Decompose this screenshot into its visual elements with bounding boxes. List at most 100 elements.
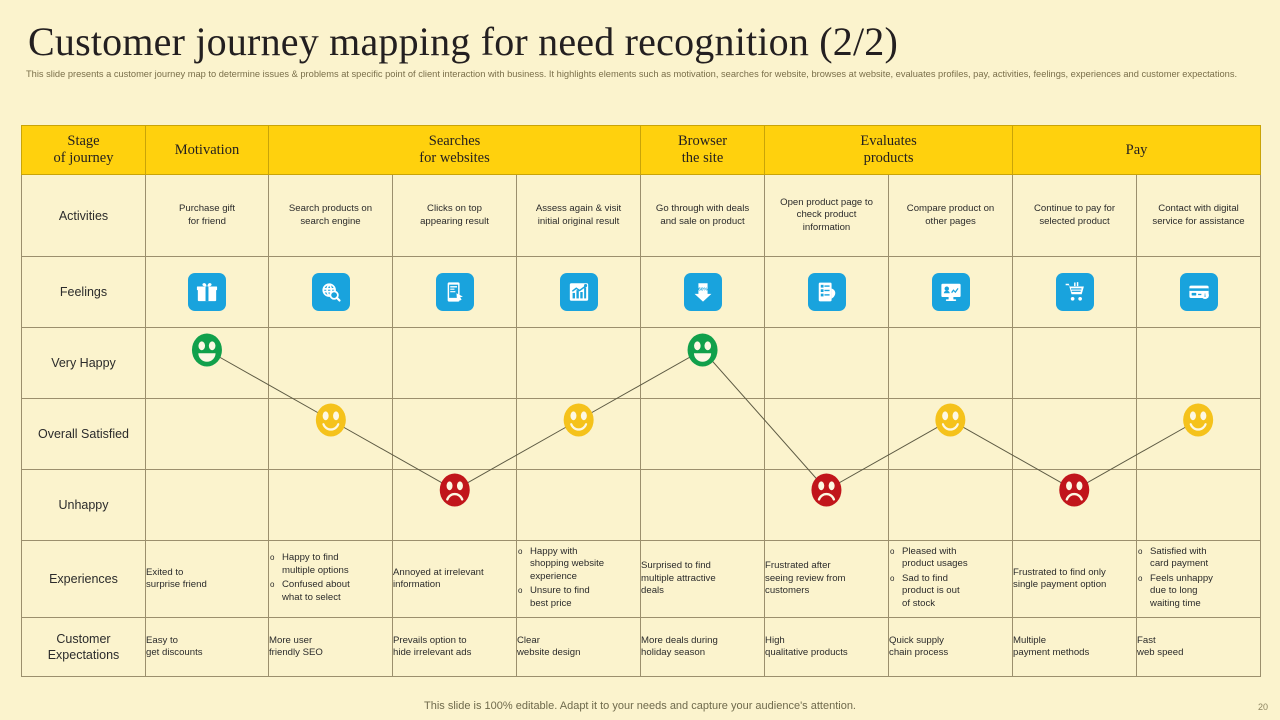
mood-cell-unhappy-3 xyxy=(392,469,517,541)
cell-expectations-3: Prevails option to hide irrelevant ads xyxy=(392,617,517,677)
list-item: Feels unhappy due to long waiting time xyxy=(1138,573,1260,611)
cell-activities-1: Purchase gift for friend xyxy=(145,174,269,257)
mood-cell-unhappy-6 xyxy=(764,469,890,541)
mood-cell-satisfied-2 xyxy=(268,398,393,470)
cell-experiences-4: Happy with shopping website experience U… xyxy=(515,540,642,618)
svg-text:60%: 60% xyxy=(698,287,708,293)
cell-activities-6: Open product page to check product infor… xyxy=(764,174,890,257)
cell-expectations-9: Fast web speed xyxy=(1136,617,1262,677)
page-title: Customer journey mapping for need recogn… xyxy=(28,19,898,64)
cell-expectations-1: Easy to get discounts xyxy=(145,617,269,677)
header-motivation-label: Motivation xyxy=(174,141,240,158)
svg-text:i: i xyxy=(1204,293,1206,299)
cell-feelings-4 xyxy=(515,256,642,328)
page-subtitle: This slide presents a customer journey m… xyxy=(26,69,1238,79)
row-label-customer-expectations: Customer Expectations xyxy=(21,617,146,677)
shopping-cart-icon xyxy=(1055,273,1094,311)
experience-list-2: Happy to find multiple options Confused … xyxy=(269,552,392,604)
list-item: Unsure to find best price xyxy=(518,585,640,610)
mood-cell-satisfied-8 xyxy=(1012,398,1138,470)
cell-expectations-8: Multiple payment methods xyxy=(1012,617,1138,677)
mood-cell-very-happy-9 xyxy=(1136,327,1262,399)
mood-cell-unhappy-7 xyxy=(888,469,1014,541)
header-stage-pay: Pay xyxy=(1012,125,1262,175)
cell-feelings-6 xyxy=(764,256,890,328)
cell-experiences-1: Exited to surprise friend xyxy=(145,540,269,618)
cell-experiences-9: Satisfied with card payment Feels unhapp… xyxy=(1136,540,1262,618)
experience-list-7: Pleased with product usages Sad to find … xyxy=(889,546,1012,611)
mood-cell-satisfied-4 xyxy=(515,398,642,470)
header-stage-browser: Browser the site xyxy=(640,125,766,175)
cell-feelings-5: 60% xyxy=(640,256,766,328)
header-stage-of-journey: Stage of journey xyxy=(21,125,146,175)
cell-activities-7: Compare product on other pages xyxy=(888,174,1014,257)
cell-experiences-2: Happy to find multiple options Confused … xyxy=(268,540,393,618)
mood-cell-very-happy-1 xyxy=(145,327,269,399)
row-label-line1: Customer xyxy=(56,632,111,646)
list-item: Happy to find multiple options xyxy=(270,552,392,577)
mood-cell-satisfied-3 xyxy=(392,398,517,470)
mood-cell-unhappy-1 xyxy=(145,469,269,541)
page-number: 20 xyxy=(1257,702,1268,712)
cell-experiences-5: Surprised to find multiple attractive de… xyxy=(640,540,766,618)
list-item: Confused about what to select xyxy=(270,579,392,604)
mood-cell-satisfied-6 xyxy=(764,398,890,470)
cell-experiences-3: Annoyed at irrelevant information xyxy=(392,540,517,618)
table-row-very-happy: Very Happy xyxy=(21,327,1262,399)
cell-experiences-7: Pleased with product usages Sad to find … xyxy=(888,540,1014,618)
mood-cell-satisfied-9 xyxy=(1136,398,1262,470)
list-item: Satisfied with card payment xyxy=(1138,546,1260,571)
mood-cell-very-happy-2 xyxy=(268,327,393,399)
row-label-feelings: Feelings xyxy=(21,256,146,328)
list-item: Pleased with product usages xyxy=(890,546,1012,571)
cell-expectations-4: Clear website design xyxy=(515,617,642,677)
cell-expectations-7: Quick supply chain process xyxy=(888,617,1014,677)
header-stage-line2: of journey xyxy=(53,150,114,166)
cell-activities-5: Go through with deals and sale on produc… xyxy=(640,174,766,257)
cell-activities-8: Continue to pay for selected product xyxy=(1012,174,1138,257)
cell-expectations-2: More user friendly SEO xyxy=(268,617,393,677)
mood-cell-very-happy-6 xyxy=(764,327,890,399)
header-searches-line2: for websites xyxy=(419,150,490,166)
mood-cell-unhappy-2 xyxy=(268,469,393,541)
header-browser-line1: Browser xyxy=(677,133,728,149)
mobile-click-icon xyxy=(435,273,474,311)
list-item: Sad to find product is out of stock xyxy=(890,573,1012,611)
header-stage-line1: Stage xyxy=(67,133,100,149)
header-stage-searches: Searches for websites xyxy=(267,125,642,175)
mood-cell-very-happy-4 xyxy=(515,327,642,399)
cell-experiences-8: Frustrated to find only single payment o… xyxy=(1012,540,1138,618)
row-label-very-happy: Very Happy xyxy=(21,327,146,399)
bar-chart-icon xyxy=(559,273,598,311)
row-label-unhappy: Unhappy xyxy=(21,469,146,541)
cell-expectations-5: More deals during holiday season xyxy=(640,617,766,677)
row-label-activities: Activities xyxy=(21,174,146,257)
table-row-experiences: Experiences Exited to surprise friend Ha… xyxy=(21,540,1262,618)
mood-cell-satisfied-1 xyxy=(145,398,269,470)
row-label-experiences: Experiences xyxy=(21,540,146,618)
header-stage-evaluates: Evaluates products xyxy=(764,125,1014,175)
cell-feelings-8 xyxy=(1012,256,1138,328)
monitor-compare-icon xyxy=(931,273,970,311)
cell-feelings-2 xyxy=(268,256,393,328)
cell-feelings-9: i xyxy=(1136,256,1262,328)
discount-download-icon: 60% xyxy=(683,273,722,311)
cell-activities-2: Search products on search engine xyxy=(268,174,393,257)
header-evaluates-line2: products xyxy=(863,150,914,166)
table-row-customer-expectations: Customer Expectations Easy to get discou… xyxy=(21,617,1262,677)
table-row-feelings: Feelings xyxy=(21,256,1262,328)
mood-cell-unhappy-9 xyxy=(1136,469,1262,541)
header-browser-line2: the site xyxy=(681,150,724,166)
table-header-row: Stage of journey Motivation Searches for… xyxy=(21,125,1262,175)
gift-icon xyxy=(188,273,226,311)
experience-list-4: Happy with shopping website experience U… xyxy=(517,546,640,611)
header-stage-motivation: Motivation xyxy=(145,125,269,175)
cell-feelings-3 xyxy=(392,256,517,328)
mood-cell-satisfied-7 xyxy=(888,398,1014,470)
experience-list-9: Satisfied with card payment Feels unhapp… xyxy=(1137,546,1260,611)
search-globe-icon xyxy=(311,273,350,311)
mood-cell-satisfied-5 xyxy=(640,398,766,470)
row-label-overall-satisfied: Overall Satisfied xyxy=(21,398,146,470)
card-payment-icon: i xyxy=(1179,273,1218,311)
cell-feelings-7 xyxy=(888,256,1014,328)
